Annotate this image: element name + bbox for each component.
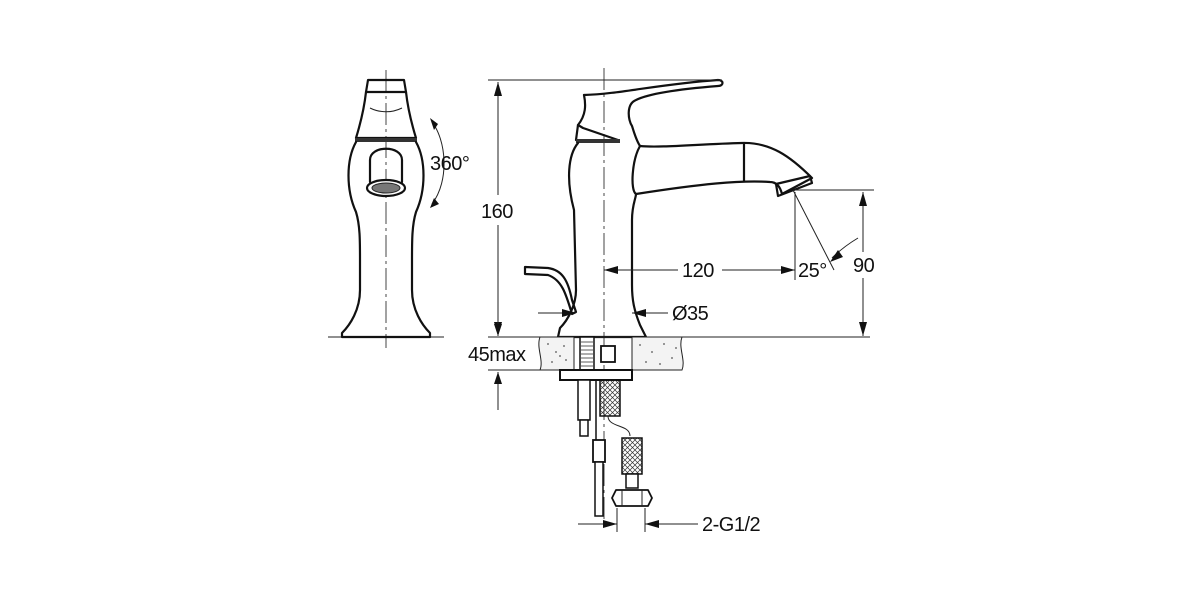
base-diameter-label: Ø35 bbox=[672, 303, 709, 325]
counter-texture bbox=[547, 343, 677, 365]
rotation-label: 360° bbox=[430, 153, 469, 175]
rotation-arrow-down-icon bbox=[430, 198, 439, 208]
counter-thickness-label: 45max bbox=[468, 344, 526, 366]
front-view: 360° bbox=[328, 70, 470, 348]
side-view: 160 45max bbox=[468, 68, 875, 536]
spout-angle-label: 25° bbox=[798, 260, 827, 282]
spout-height-label: 90 bbox=[853, 255, 875, 277]
connection-label: 2-G1/2 bbox=[702, 514, 761, 536]
spout-reach-label: 120 bbox=[682, 260, 714, 282]
rotation-arrow-up-icon bbox=[430, 118, 438, 130]
height-label: 160 bbox=[481, 201, 513, 223]
rotation-arc bbox=[431, 121, 445, 205]
